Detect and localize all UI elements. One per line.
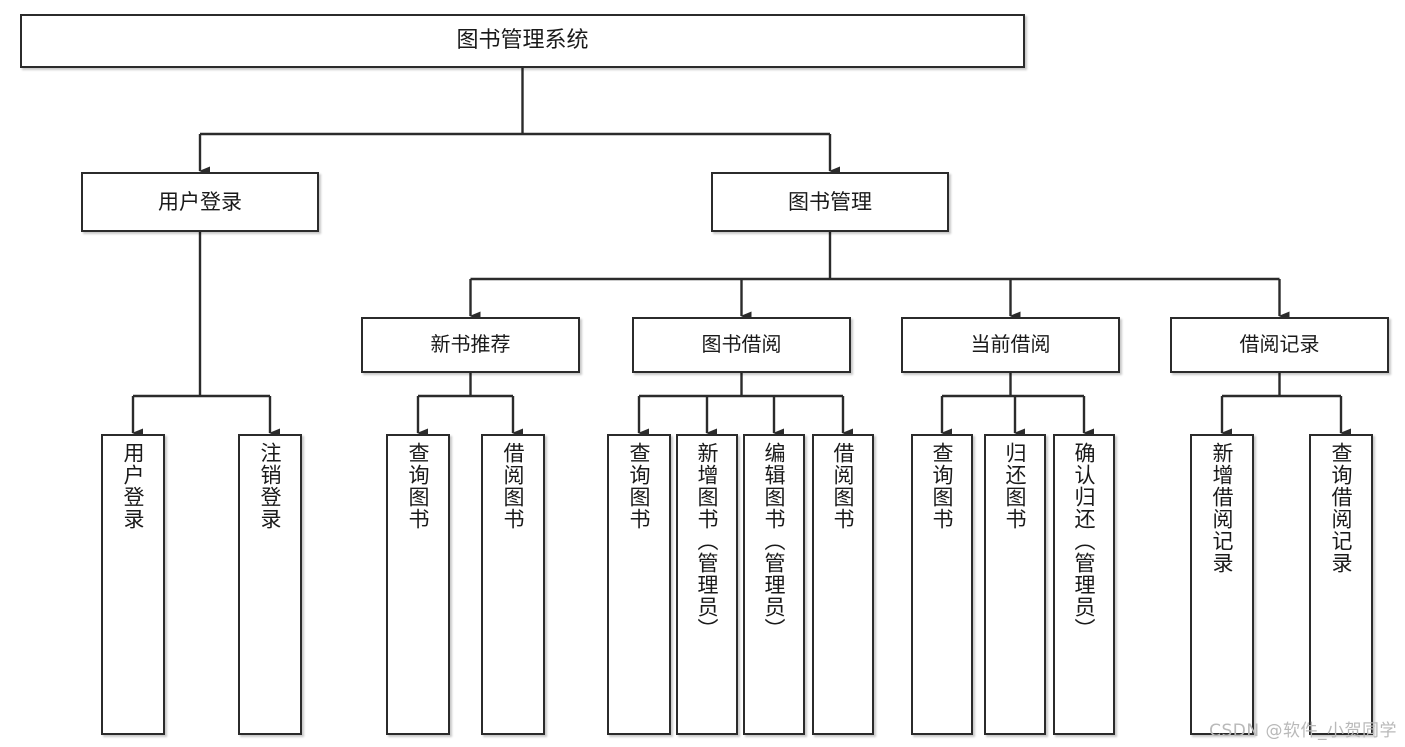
- leaf-return-book[interactable]: 归还图书: [984, 434, 1046, 735]
- leaf-add-book-admin-label: 新增图书（管理员）: [695, 442, 720, 640]
- node-book-management-label: 图书管理: [788, 189, 872, 214]
- leaf-edit-book-admin-label: 编辑图书（管理员）: [762, 442, 787, 640]
- leaf-borrow-book-new-label: 借阅图书: [501, 442, 526, 530]
- node-new-book-recommend-label: 新书推荐: [430, 332, 511, 357]
- leaf-query-book-new-label: 查询图书: [406, 442, 431, 530]
- leaf-return-book-label: 归还图书: [1003, 442, 1028, 530]
- leaf-query-book-new[interactable]: 查询图书: [386, 434, 450, 735]
- node-book-management[interactable]: 图书管理: [711, 172, 949, 232]
- leaf-borrow-book[interactable]: 借阅图书: [812, 434, 874, 735]
- leaf-edit-book-admin[interactable]: 编辑图书（管理员）: [743, 434, 805, 735]
- leaf-user-login-label: 用户登录: [121, 442, 146, 530]
- leaf-confirm-return-admin[interactable]: 确认归还（管理员）: [1053, 434, 1115, 735]
- node-new-book-recommend[interactable]: 新书推荐: [361, 317, 580, 373]
- node-current-borrow[interactable]: 当前借阅: [901, 317, 1120, 373]
- leaf-borrow-book-new[interactable]: 借阅图书: [481, 434, 545, 735]
- node-borrow-record-label: 借阅记录: [1239, 332, 1320, 357]
- leaf-logout[interactable]: 注销登录: [238, 434, 302, 735]
- leaf-logout-label: 注销登录: [258, 442, 283, 530]
- leaf-confirm-return-admin-label: 确认归还（管理员）: [1072, 442, 1097, 640]
- leaf-query-borrow-record[interactable]: 查询借阅记录: [1309, 434, 1373, 735]
- node-current-borrow-label: 当前借阅: [970, 332, 1051, 357]
- node-root-label: 图书管理系统: [456, 28, 589, 54]
- node-book-borrow[interactable]: 图书借阅: [632, 317, 851, 373]
- node-user-login-label: 用户登录: [158, 189, 242, 214]
- leaf-user-login[interactable]: 用户登录: [101, 434, 165, 735]
- leaf-query-book-borrow[interactable]: 查询图书: [607, 434, 671, 735]
- leaf-add-book-admin[interactable]: 新增图书（管理员）: [676, 434, 738, 735]
- node-root[interactable]: 图书管理系统: [20, 14, 1025, 68]
- leaf-query-borrow-record-label: 查询借阅记录: [1329, 442, 1354, 574]
- leaf-query-book-current[interactable]: 查询图书: [911, 434, 973, 735]
- leaf-query-book-borrow-label: 查询图书: [627, 442, 652, 530]
- leaf-add-borrow-record[interactable]: 新增借阅记录: [1190, 434, 1254, 735]
- node-borrow-record[interactable]: 借阅记录: [1170, 317, 1389, 373]
- leaf-query-book-current-label: 查询图书: [930, 442, 955, 530]
- edge-group: [131, 68, 1351, 438]
- node-book-borrow-label: 图书借阅: [701, 332, 782, 357]
- leaf-borrow-book-label: 借阅图书: [831, 442, 856, 530]
- leaf-add-borrow-record-label: 新增借阅记录: [1210, 442, 1235, 574]
- node-user-login[interactable]: 用户登录: [81, 172, 319, 232]
